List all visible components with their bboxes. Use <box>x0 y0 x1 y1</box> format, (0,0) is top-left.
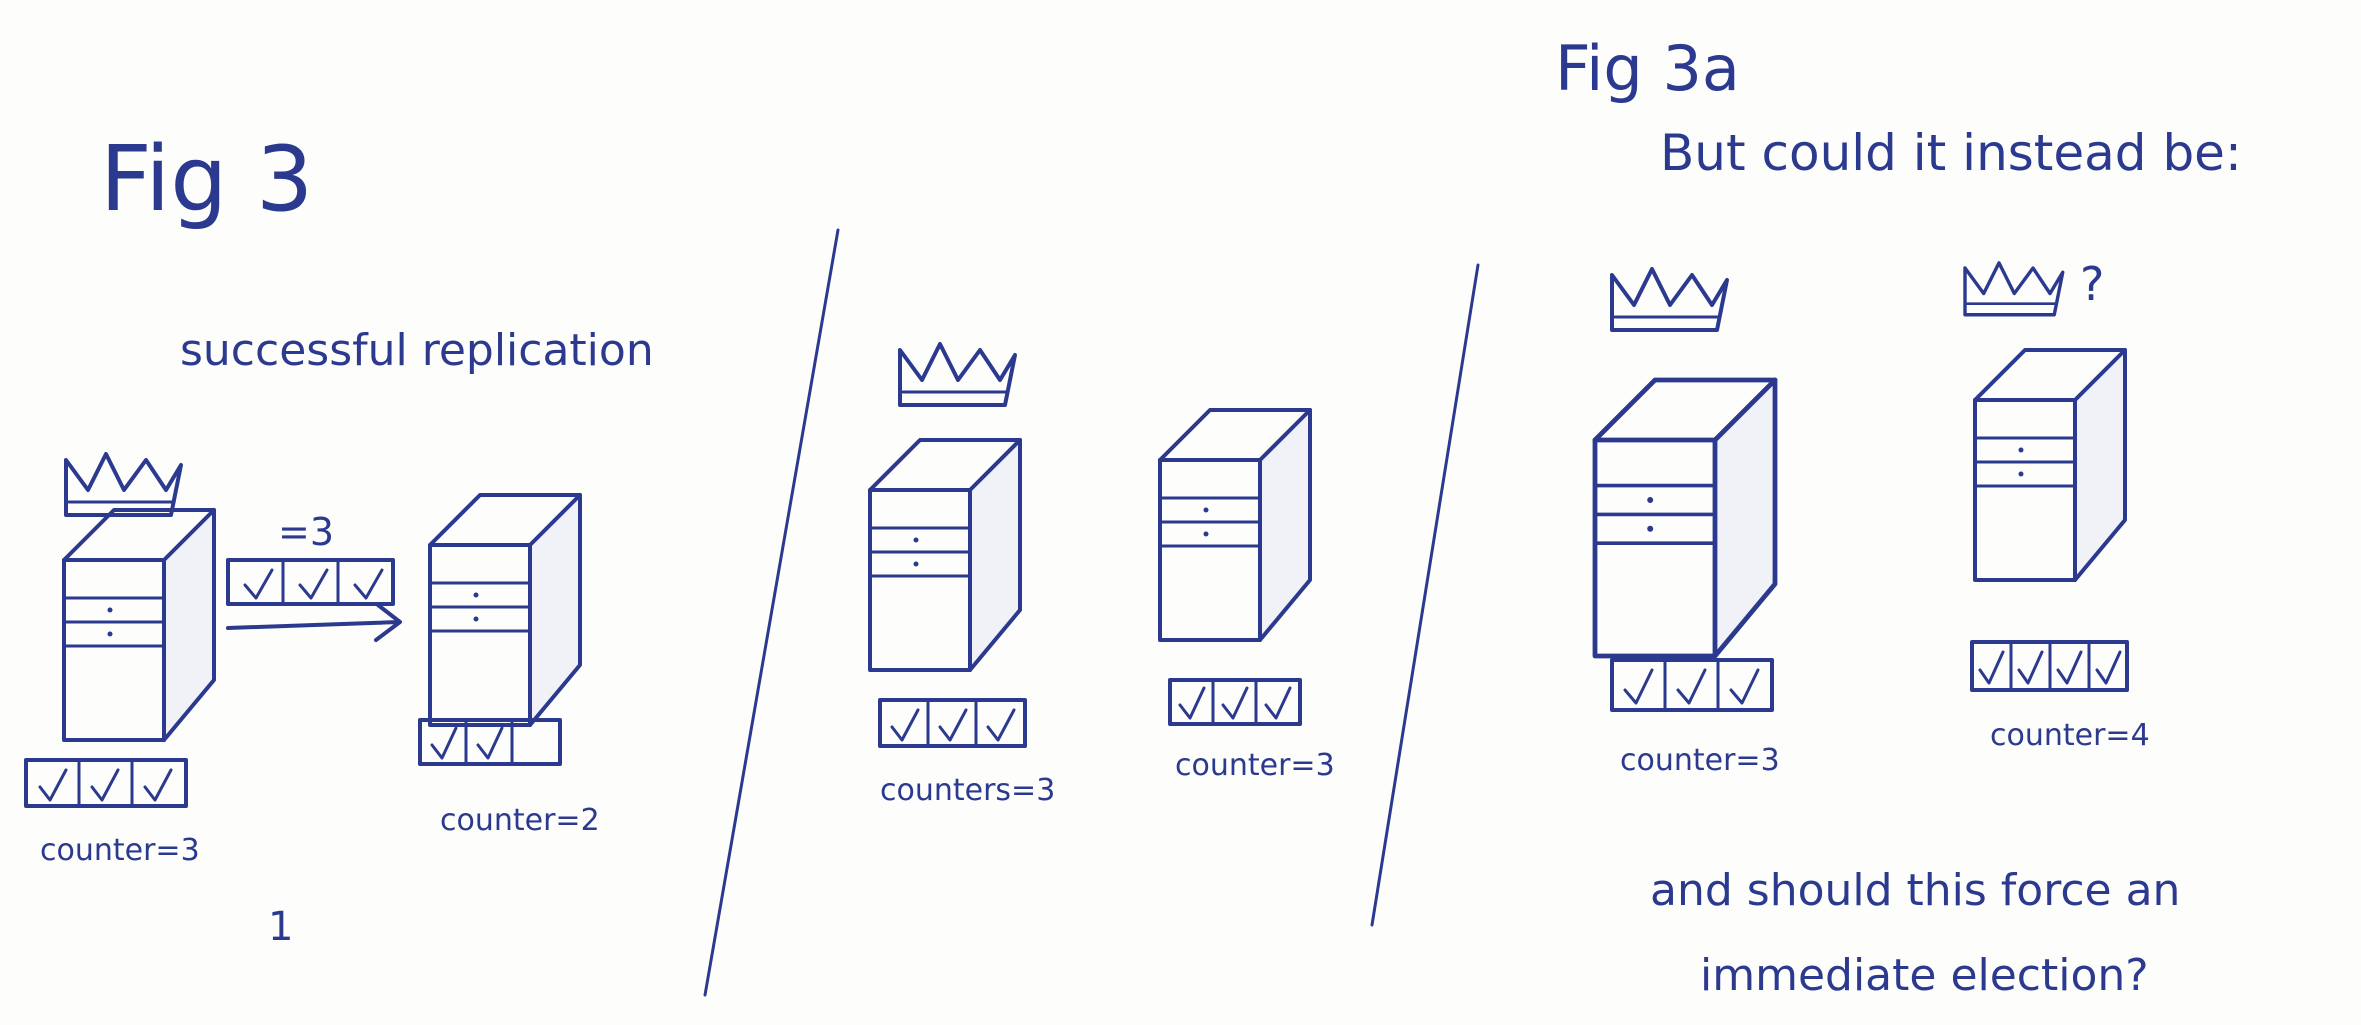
follower-server-icon <box>428 493 582 727</box>
transfer-label: =3 <box>278 510 334 554</box>
leader-log <box>24 758 188 808</box>
question-line-2: immediate election? <box>1700 950 2149 1001</box>
follower-counter: counter=2 <box>440 803 600 838</box>
contender-crown-icon <box>1963 261 2065 317</box>
fig3a-title: Fig 3a <box>1555 32 1740 105</box>
leader-crown-icon <box>898 342 1017 407</box>
transfer-arrow-icon <box>226 603 402 642</box>
leader-counter: counter=3 <box>40 833 200 868</box>
contender-server-icon <box>1973 348 2127 582</box>
leader-counter: counter=3 <box>1620 743 1780 778</box>
follower-log <box>1168 678 1302 726</box>
leader-server-icon <box>868 438 1022 672</box>
contender-log <box>1970 640 2129 692</box>
leader-server-icon <box>62 508 216 742</box>
leader-crown-icon <box>1610 267 1729 332</box>
leader-counter: counters=3 <box>880 773 1055 808</box>
fig3-subtitle: successful replication <box>180 325 654 376</box>
follower-log <box>418 718 562 766</box>
panel-2: counters=3 counter=3 <box>868 342 1335 808</box>
leader-log <box>878 698 1027 748</box>
fig3a-panel: Fig 3a But could it instead be: ? counte… <box>1555 32 2242 1001</box>
log-entries-transfer <box>226 558 402 642</box>
fig3-title: Fig 3 <box>100 127 313 232</box>
leader-log <box>1610 658 1774 712</box>
fig3-panel: Fig 3 successful replication =3 counte <box>24 127 654 950</box>
contender-counter: counter=4 <box>1990 718 2150 753</box>
leader-server-icon <box>1595 380 1775 656</box>
follower-server-icon <box>1158 408 1312 642</box>
follower-counter: counter=3 <box>1175 748 1335 783</box>
step-number: 1 <box>268 904 293 950</box>
panel-divider <box>703 228 840 997</box>
question-mark: ? <box>2080 257 2104 311</box>
question-line-1: and should this force an <box>1650 865 2180 916</box>
fig3a-subtitle: But could it instead be: <box>1660 124 2242 182</box>
panel-divider <box>1370 263 1480 927</box>
leader-crown-icon <box>64 452 183 517</box>
